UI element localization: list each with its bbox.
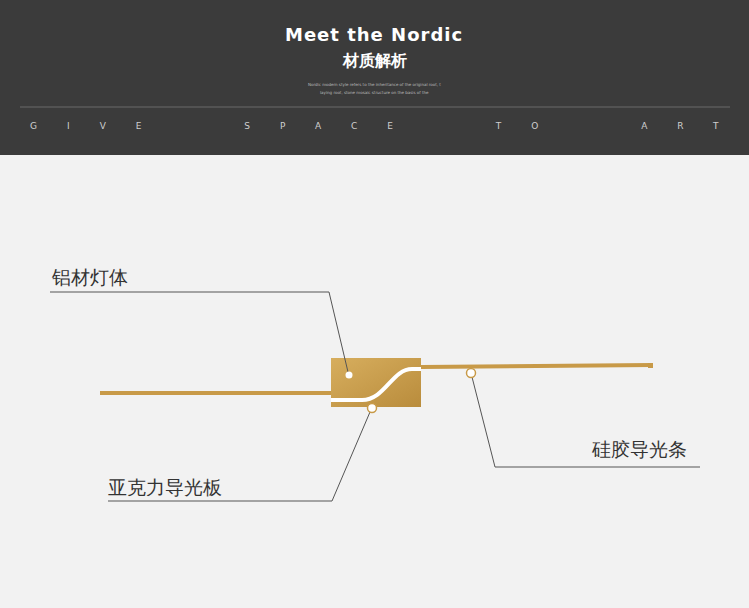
- part-label: 亚克力导光板: [108, 475, 222, 501]
- subtitle: 材质解析: [343, 51, 407, 72]
- slogan: GIVE SPACE TO ART: [30, 121, 748, 131]
- part-label: 硅胶导光条: [592, 437, 687, 463]
- page-title: Meet the Nordic: [285, 24, 463, 45]
- header-band: [0, 0, 749, 155]
- small-note: laying root, stone mosaic structure on t…: [320, 90, 429, 95]
- part-label: 铝材灯体: [52, 265, 128, 291]
- small-note: Nordic modern style refers to the inheri…: [308, 82, 441, 87]
